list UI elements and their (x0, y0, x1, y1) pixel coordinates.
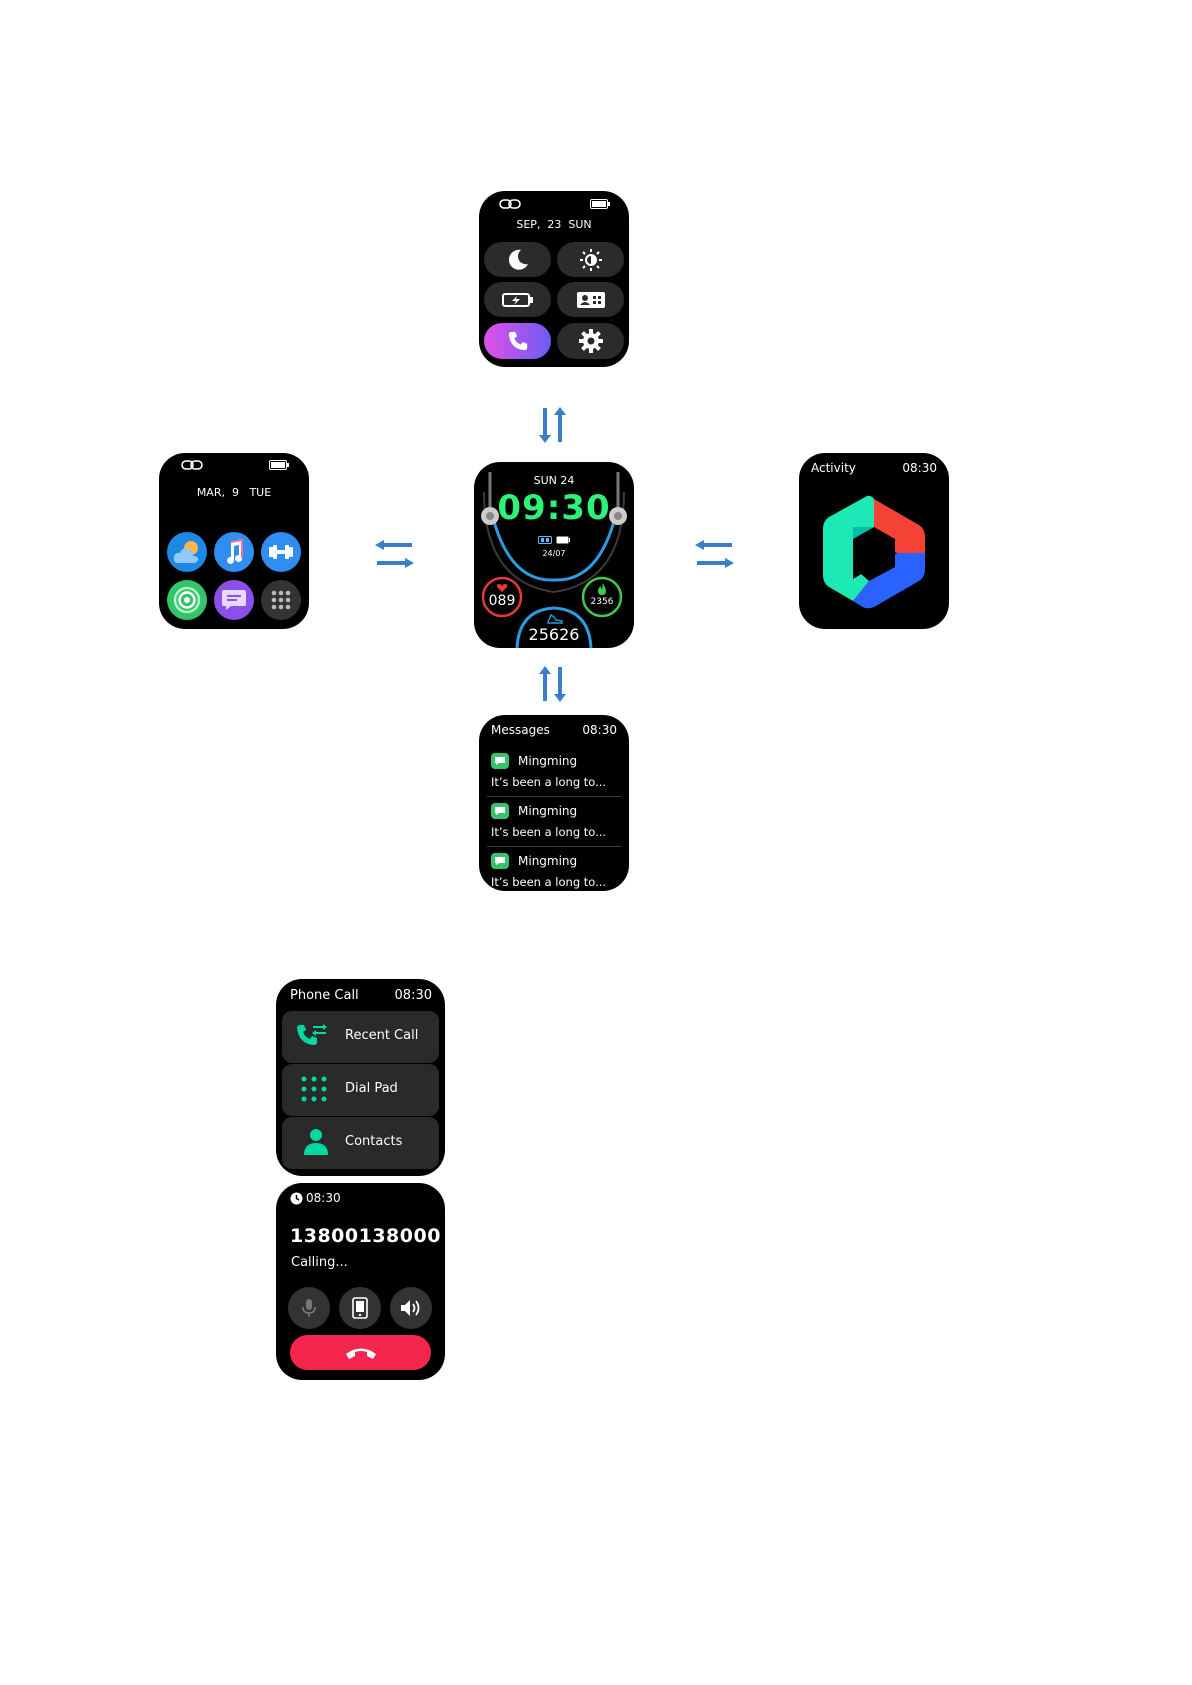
card-icon (576, 291, 606, 309)
recent-call-label: Recent Call (345, 1028, 418, 1043)
control-center-screen: SEP, 23 SUN (479, 191, 629, 367)
app-list-screen: MAR, 9 TUE (159, 453, 309, 629)
microphone-icon (301, 1298, 317, 1318)
app-list-date: MAR, 9 TUE (159, 486, 309, 499)
battery-saver-toggle[interactable] (484, 282, 551, 317)
moon-icon (506, 248, 530, 272)
calling-time: 08:30 (306, 1191, 341, 1205)
clock-icon (290, 1192, 303, 1205)
battery-icon (590, 199, 610, 209)
activity-rings-icon (172, 585, 202, 615)
message-preview: It’s been a long to... (491, 875, 606, 889)
arrow-left-right-left (374, 539, 416, 571)
battery-icon (556, 536, 570, 544)
phone-call-title: Phone Call (290, 988, 359, 1003)
workout-icon (267, 543, 295, 561)
message-item[interactable]: Mingming It’s been a long to... (491, 853, 621, 891)
phone-call-screen: Phone Call 08:30 Recent Call Dial Pad Co… (276, 979, 445, 1176)
activity-title: Activity (811, 461, 856, 475)
settings-button[interactable] (557, 323, 624, 359)
contacts-label: Contacts (345, 1134, 402, 1149)
message-preview: It’s been a long to... (491, 775, 606, 789)
chat-icon (491, 853, 509, 869)
message-sender: Mingming (518, 754, 577, 768)
activity-screen: Activity 08:30 (799, 453, 949, 629)
speaker-icon (400, 1299, 422, 1317)
watch-face-screen: SUN 24 09:30 24/07 089 2356 25626 (474, 462, 634, 648)
connection-icon (538, 536, 552, 544)
dial-pad-button[interactable]: Dial Pad (282, 1064, 439, 1116)
flame-icon (597, 583, 607, 595)
messages-icon (221, 588, 247, 612)
message-item[interactable]: Mingming It’s been a long to... (491, 803, 621, 845)
battery-icon (269, 460, 289, 470)
chat-icon (491, 753, 509, 769)
control-center-date: SEP, 23 SUN (479, 218, 629, 231)
activity-rings-app[interactable] (167, 580, 207, 620)
music-icon (222, 539, 246, 565)
brightness-icon (579, 248, 603, 272)
arrow-up-down-bottom (536, 664, 570, 704)
more-apps-app[interactable] (261, 580, 301, 620)
battery-saver-icon (502, 292, 534, 308)
settings-icon (579, 329, 603, 353)
switch-device-button[interactable] (339, 1287, 381, 1329)
recent-call-button[interactable]: Recent Call (282, 1011, 439, 1063)
calling-screen: 08:30 13800138000 Calling... (276, 1183, 445, 1380)
messages-time: 08:30 (582, 723, 617, 737)
messages-screen: Messages 08:30 Mingming It’s been a long… (479, 715, 629, 891)
steps-value: 25626 (474, 625, 634, 644)
weather-app[interactable] (167, 532, 207, 572)
watch-day: SUN 24 (474, 474, 634, 487)
watch-time: 09:30 (474, 488, 634, 528)
divider (487, 846, 621, 847)
brightness-toggle[interactable] (557, 242, 624, 277)
heart-rate-value: 089 (483, 593, 521, 609)
phone-call-button[interactable] (484, 323, 551, 359)
calories-value: 2356 (583, 597, 621, 607)
do-not-disturb-toggle[interactable] (484, 242, 551, 277)
dial-pad-label: Dial Pad (345, 1081, 398, 1096)
message-sender: Mingming (518, 854, 577, 868)
calling-number: 13800138000 (290, 1225, 441, 1247)
message-item[interactable]: Mingming It’s been a long to... (491, 753, 621, 795)
speaker-button[interactable] (390, 1287, 432, 1329)
divider (487, 796, 621, 797)
watch-date: 24/07 (474, 549, 634, 558)
more-apps-icon (270, 589, 292, 611)
recent-call-icon (296, 1023, 328, 1051)
activity-logo (819, 495, 929, 609)
mute-button[interactable] (288, 1287, 330, 1329)
phone-icon (507, 330, 529, 352)
workout-app[interactable] (261, 532, 301, 572)
calling-status: Calling... (291, 1255, 348, 1270)
arrow-left-right-right (694, 539, 736, 571)
message-sender: Mingming (518, 804, 577, 818)
chat-icon (491, 803, 509, 819)
weather-icon (172, 539, 202, 565)
shoe-icon (547, 614, 563, 624)
message-preview: It’s been a long to... (491, 825, 606, 839)
heart-icon (496, 583, 508, 593)
music-app[interactable] (214, 532, 254, 572)
contacts-button[interactable]: Contacts (282, 1117, 439, 1169)
end-call-button[interactable] (290, 1335, 431, 1370)
messages-title: Messages (491, 723, 550, 737)
contacts-icon (303, 1128, 329, 1156)
hang-up-icon (344, 1346, 378, 1360)
activity-time: 08:30 (902, 461, 937, 475)
link-icon (181, 459, 203, 471)
messages-app[interactable] (214, 580, 254, 620)
phone-device-icon (352, 1297, 368, 1319)
dial-pad-icon (300, 1075, 328, 1103)
card-toggle[interactable] (557, 282, 624, 317)
link-icon (499, 198, 521, 210)
arrow-up-down-top (536, 405, 570, 445)
phone-call-time: 08:30 (395, 988, 432, 1003)
